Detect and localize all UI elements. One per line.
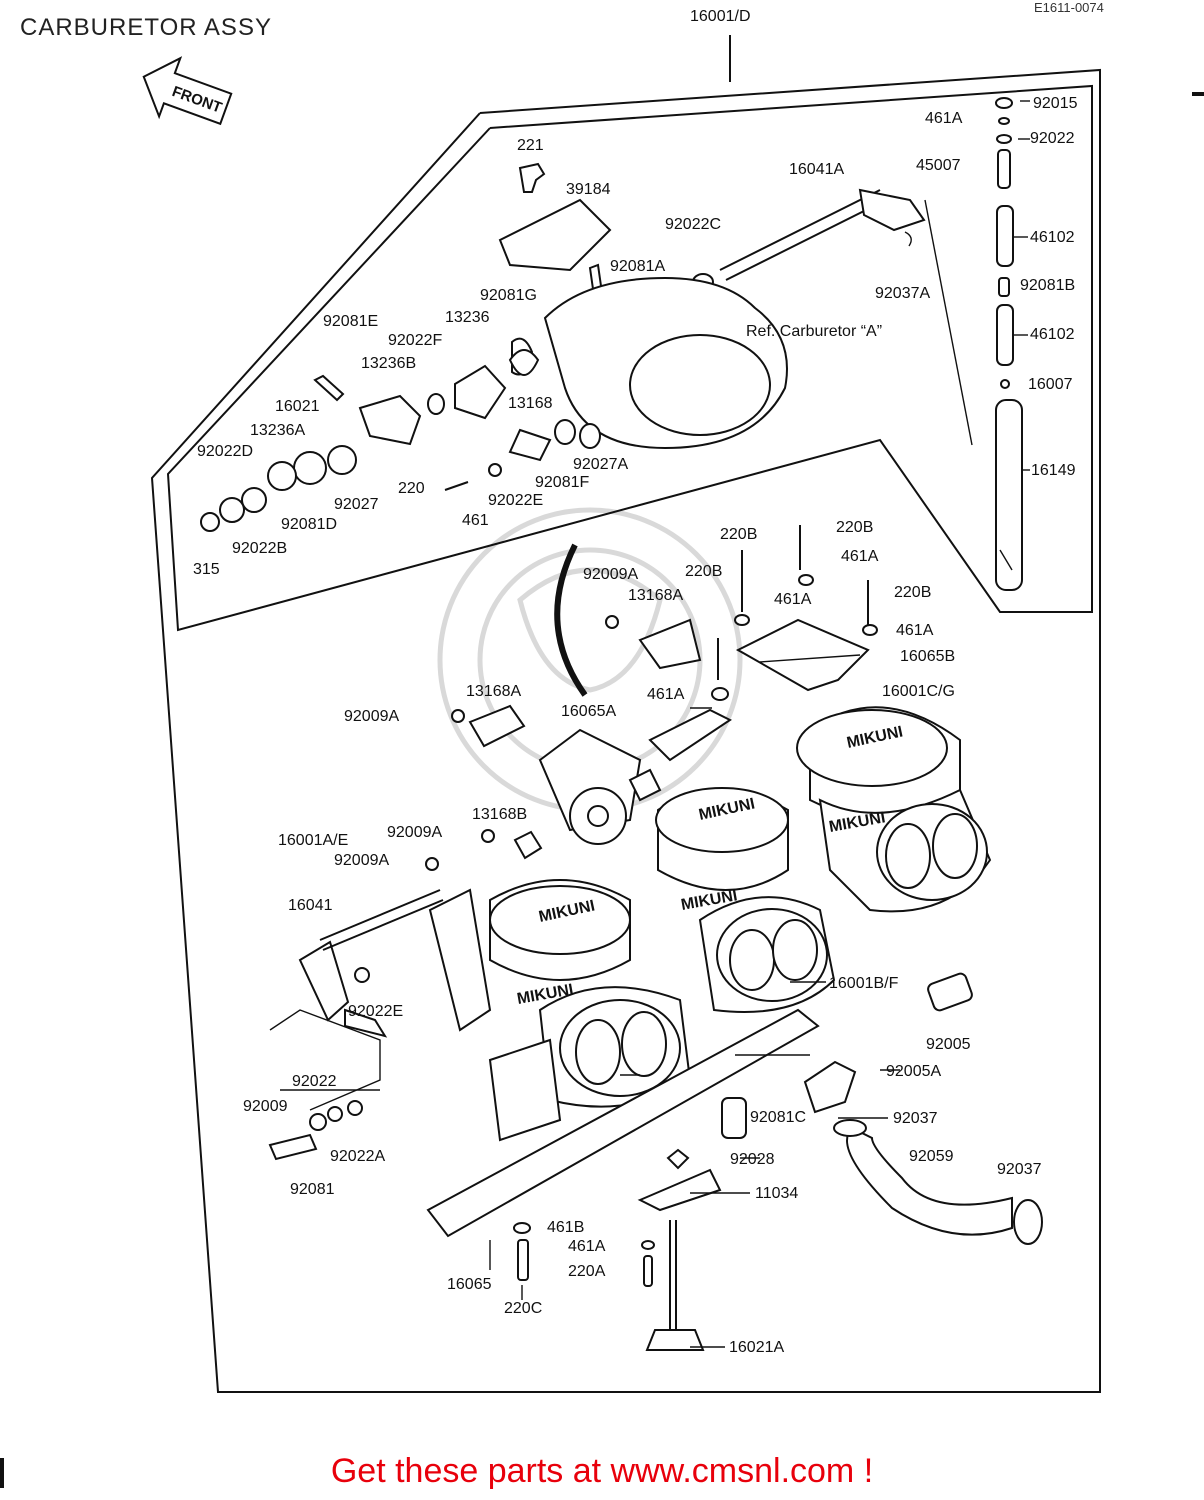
callout-461a-c: 461A — [896, 622, 934, 639]
callout-16041: 16041 — [288, 897, 333, 914]
callout-46102-a: 46102 — [1030, 229, 1075, 246]
mid-linkage-parts — [425, 525, 878, 871]
callout-92022e-b: 92022E — [348, 1003, 404, 1020]
callout-220b-b: 220B — [836, 519, 874, 536]
callout-92022e-top: 92022E — [488, 492, 544, 509]
callout-16001b-f: 16001B/F — [829, 975, 899, 992]
callout-45007: 45007 — [916, 157, 961, 174]
callout-92037-a: 92037 — [893, 1110, 938, 1127]
callout-220: 220 — [398, 480, 425, 497]
callout-461a-a: 461A — [841, 548, 879, 565]
margin-tick-left — [0, 1458, 4, 1488]
page-title: CARBURETOR ASSY — [20, 14, 272, 41]
callout-92081e: 92081E — [323, 313, 379, 330]
callout-92037-b: 92037 — [997, 1161, 1042, 1178]
rotation-arrow — [554, 543, 588, 697]
callout-13236a: 13236A — [250, 422, 306, 439]
callout-92081a: 92081A — [610, 258, 666, 275]
assembly-number: 16001/D — [690, 8, 751, 25]
right-shaft-stack — [995, 97, 1023, 591]
callout-16001a-e: 16001A/E — [278, 832, 349, 849]
upper-linkage-parts — [200, 162, 788, 532]
callout-92009: 92009 — [243, 1098, 288, 1115]
callout-92015: 92015 — [1033, 95, 1078, 112]
callout-92022a: 92022A — [330, 1148, 386, 1165]
callout-13236: 13236 — [445, 309, 490, 326]
callout-92022d: 92022D — [197, 443, 254, 460]
front-arrow: FRONT — [142, 56, 233, 126]
callout-92059: 92059 — [909, 1148, 954, 1165]
callout-16001c-g: 16001C/G — [882, 683, 955, 700]
callout-13236b: 13236B — [361, 355, 417, 372]
callout-92009a-d: 92009A — [334, 852, 390, 869]
callout-92028: 92028 — [730, 1151, 775, 1168]
margin-tick-right — [1192, 92, 1204, 96]
callout-46102-b: 46102 — [1030, 326, 1075, 343]
callout-461a-e: 461A — [568, 1238, 606, 1255]
callout-16065: 16065 — [447, 1276, 492, 1293]
callout-92022-b: 92022 — [292, 1073, 337, 1090]
callout-92037a: 92037A — [875, 285, 931, 302]
callout-461a-d: 461A — [647, 686, 685, 703]
callout-221: 221 — [517, 137, 544, 154]
callout-315: 315 — [193, 561, 220, 578]
callout-13168a-a: 13168A — [628, 587, 684, 604]
callout-92081: 92081 — [290, 1181, 335, 1198]
callout-92022f: 92022F — [388, 332, 443, 349]
callout-16021a: 16021A — [729, 1339, 785, 1356]
callout-16065a: 16065A — [561, 703, 617, 720]
callout-39184: 39184 — [566, 181, 611, 198]
callout-461: 461 — [462, 512, 489, 529]
callout-92009a-c: 92009A — [387, 824, 443, 841]
callout-16041a: 16041A — [789, 161, 845, 178]
leader-lines — [489, 100, 1030, 1348]
callout-92022c: 92022C — [665, 216, 722, 233]
callout-92081g: 92081G — [480, 287, 537, 304]
callout-461b: 461B — [547, 1219, 585, 1236]
callout-92005: 92005 — [926, 1036, 971, 1053]
callout-220b-c: 220B — [685, 563, 723, 580]
callout-13168a-b: 13168A — [466, 683, 522, 700]
callout-220a: 220A — [568, 1263, 606, 1280]
callout-92081c: 92081C — [750, 1109, 807, 1126]
callout-92081b: 92081B — [1020, 277, 1076, 294]
callout-92022-top: 92022 — [1030, 130, 1075, 147]
callout-461a-top: 461A — [925, 110, 963, 127]
callout-11034: 11034 — [755, 1185, 799, 1202]
callout-92027: 92027 — [334, 496, 379, 513]
callout-220b-a: 220B — [720, 526, 758, 543]
sub-assembly-frame — [166, 84, 1093, 632]
callout-13168b: 13168B — [472, 806, 528, 823]
callout-220c: 220C — [504, 1300, 543, 1317]
diagram-reference-code: E1611-0074 — [1034, 0, 1104, 15]
callout-92027a: 92027A — [573, 456, 629, 473]
callout-13168: 13168 — [508, 395, 553, 412]
callout-16007: 16007 — [1028, 376, 1073, 393]
callout-92022b: 92022B — [232, 540, 288, 557]
callout-16021: 16021 — [275, 398, 320, 415]
callout-92005a: 92005A — [886, 1063, 942, 1080]
callout-220b-d: 220B — [894, 584, 932, 601]
callout-16149: 16149 — [1031, 462, 1076, 479]
callout-92009a-a: 92009A — [583, 566, 639, 583]
callout-16065b: 16065B — [900, 648, 956, 665]
callout-461a-b: 461A — [774, 591, 812, 608]
callout-92081d: 92081D — [281, 516, 338, 533]
callout-92009a-b: 92009A — [344, 708, 400, 725]
rails-and-plates — [268, 889, 1043, 1351]
reference-note: Ref. Carburetor “A” — [746, 323, 883, 340]
assembly-frame — [150, 68, 1101, 1393]
callout-92081f: 92081F — [535, 474, 590, 491]
footer-promo-link[interactable]: Get these parts at www.cmsnl.com ! — [330, 1452, 874, 1490]
carburetor-bank — [428, 706, 992, 1142]
